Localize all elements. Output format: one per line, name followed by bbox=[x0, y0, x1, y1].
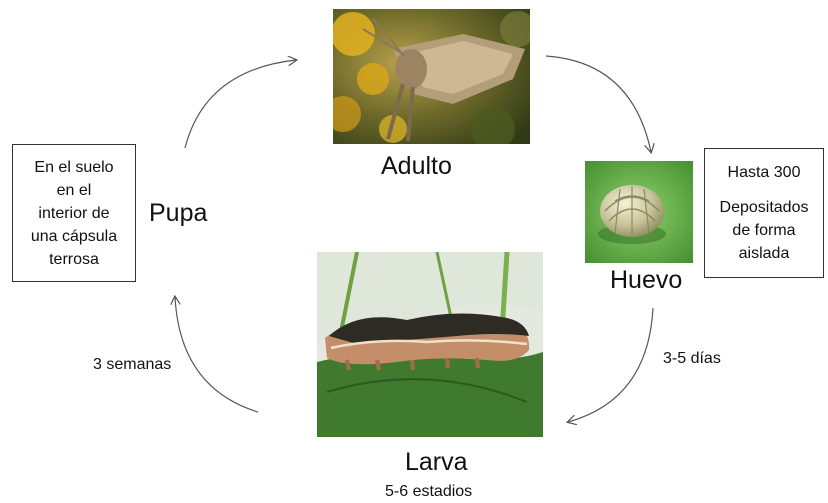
pupa-info-line: una cápsula bbox=[31, 225, 117, 248]
larva-stages-note: 5-6 estadios bbox=[385, 483, 472, 501]
arrow-adult-to-egg bbox=[546, 56, 651, 152]
egg-info-line: Depositados bbox=[720, 196, 809, 219]
pupa-info-box: En el suelo en el interior de una cápsul… bbox=[12, 144, 136, 282]
arrow-egg-to-larva bbox=[568, 308, 653, 422]
stage-label-pupa: Pupa bbox=[149, 199, 207, 228]
egg-info-line: de forma bbox=[732, 219, 795, 242]
arrow-pupa-to-adult bbox=[185, 60, 296, 148]
stage-label-larva: Larva bbox=[405, 448, 468, 477]
stage-label-egg: Huevo bbox=[610, 266, 682, 295]
pupa-info-line: terrosa bbox=[49, 248, 99, 271]
arrow-larva-to-pupa bbox=[175, 297, 258, 412]
stage-label-adult: Adulto bbox=[381, 152, 452, 181]
duration-egg-to-larva: 3-5 días bbox=[663, 350, 721, 368]
egg-info-box: Hasta 300 Depositados de forma aislada bbox=[704, 148, 824, 278]
egg-info-line: aislada bbox=[739, 242, 790, 265]
pupa-info-line: en el bbox=[57, 179, 92, 202]
egg-count: Hasta 300 bbox=[728, 161, 801, 184]
pupa-info-line: En el suelo bbox=[34, 156, 113, 179]
pupa-info-line: interior de bbox=[38, 202, 109, 225]
duration-larva-to-pupa: 3 semanas bbox=[93, 356, 171, 374]
